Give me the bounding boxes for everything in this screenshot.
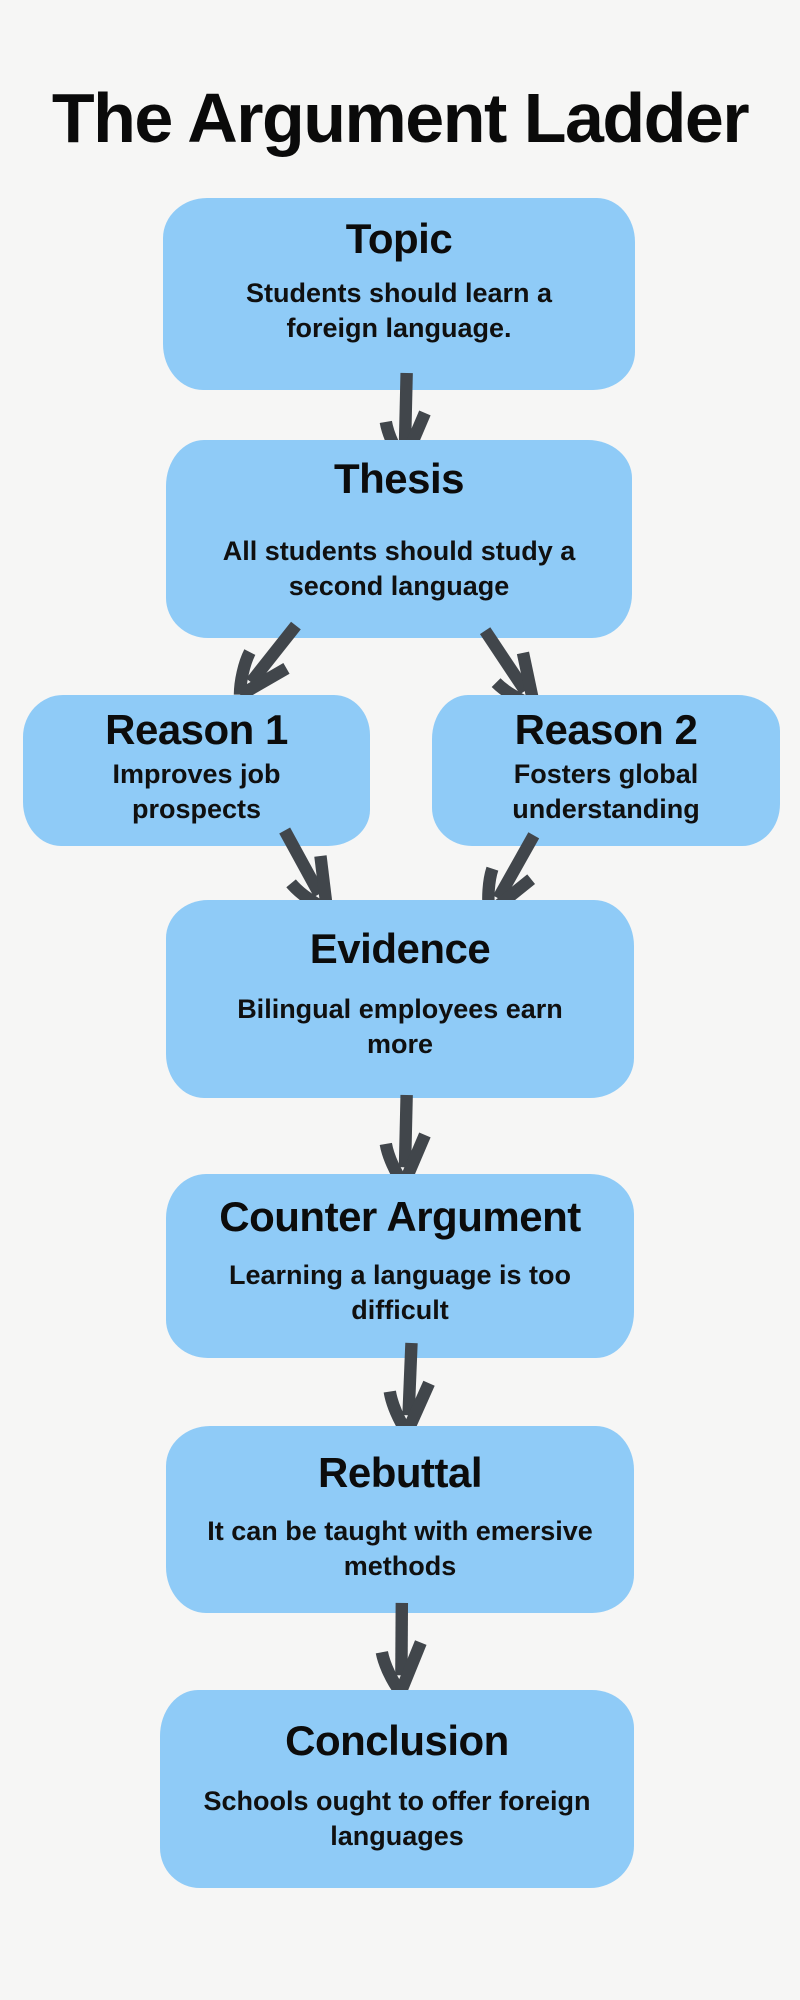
counter-argument-box: Counter Argument Learning a language is … <box>166 1174 634 1358</box>
rebuttal-body: It can be taught with emersive methods <box>207 1516 593 1582</box>
counter-argument-heading: Counter Argument <box>219 1193 581 1240</box>
topic-body: Students should learn a foreign language… <box>245 278 553 344</box>
evidence-body: Bilingual employees earn more <box>237 994 563 1060</box>
rebuttal-heading: Rebuttal <box>318 1449 483 1496</box>
topic-box: Topic Students should learn a foreign la… <box>163 198 635 390</box>
arrow-down-icon <box>369 1597 433 1703</box>
rebuttal-box: Rebuttal It can be taught with emersive … <box>166 1426 634 1613</box>
conclusion-box: Conclusion Schools ought to offer foreig… <box>160 1690 634 1888</box>
counter-argument-body: Learning a language is too difficult <box>228 1260 572 1326</box>
evidence-heading: Evidence <box>309 925 491 972</box>
thesis-box: Thesis All students should study a secon… <box>166 440 632 638</box>
thesis-heading: Thesis <box>333 455 465 502</box>
evidence-box: Evidence Bilingual employees earn more <box>166 900 634 1098</box>
reason-2-box: Reason 2 Fosters global understanding <box>432 695 780 846</box>
reason-1-heading: Reason 1 <box>105 706 288 753</box>
conclusion-heading: Conclusion <box>285 1717 509 1764</box>
reason-2-body: Fosters global understanding <box>512 759 700 825</box>
page-title: The Argument Ladder <box>51 79 750 157</box>
reason-2-heading: Reason 2 <box>514 706 698 753</box>
conclusion-body: Schools ought to offer foreign languages <box>203 1786 591 1852</box>
thesis-body: All students should study a second langu… <box>222 536 576 602</box>
reason-1-body: Improves job prospects <box>112 759 281 825</box>
reason-1-box: Reason 1 Improves job prospects <box>23 695 370 846</box>
topic-heading: Topic <box>345 215 453 262</box>
